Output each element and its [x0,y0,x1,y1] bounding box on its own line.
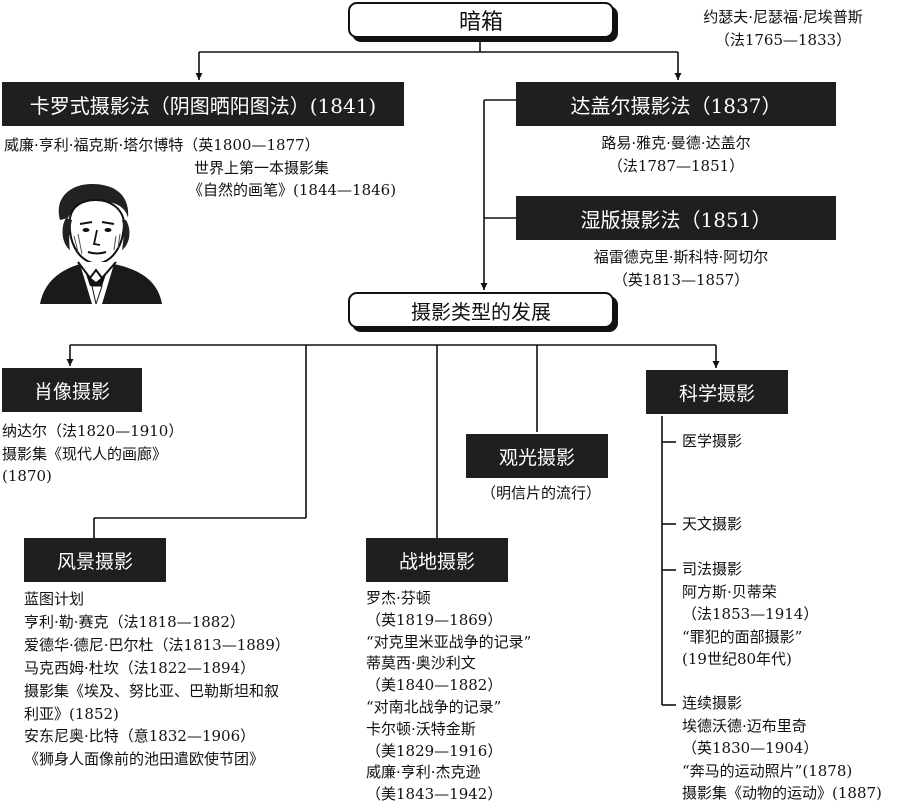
war-note-1: 罗杰·芬顿 [366,589,431,607]
daguerre-dates: （法1787—1851） [607,156,745,175]
war-note-3: “对克里米亚战争的记录” [366,632,532,651]
muybridge-name: 埃德沃德·迈布里奇 [682,716,807,735]
bertillon-dates: （法1853—1914） [682,605,819,624]
tourism-notes: （明信片的流行） [456,482,626,505]
portrait-photography-box: 肖像摄影 [2,368,142,412]
bertillon-name: 阿方斯·贝蒂荣 [682,582,777,601]
landscape-photography-box: 风景摄影 [24,538,166,582]
landscape-note-3: 爱德华·德尼·巴尔杜（法1813—1889） [24,635,290,654]
landscape-note-2: 亨利·勒·赛克（法1818—1882） [24,612,245,631]
horse-motion-note: “奔马的运动照片”(1878) [682,761,853,780]
animal-locomotion-note: 摄影集《动物的运动》(1887) [682,784,882,803]
postcard-note: （明信片的流行） [480,484,601,502]
wetplate-title: 湿版摄影法（1851） [580,207,772,232]
niepce-note: 约瑟夫·尼瑟福·尼埃普斯 （法1765—1833） [668,6,898,51]
nadar-album: 摄影集《现代人的画廊》 [2,444,168,463]
portrait-engraving-icon [40,184,162,304]
nadar-name: 纳达尔（法1820—1910） [2,422,184,440]
landscape-note-1: 蓝图计划 [24,590,85,608]
forensic-title: 司法摄影 [682,560,743,578]
portrait-photography-title: 肖像摄影 [33,380,110,403]
calotype-box: 卡罗式摄影法（阴图晒阳图法）(1841) [2,82,404,126]
war-photography-title: 战地摄影 [398,550,475,573]
daguerre-notes: 路易·雅克·曼德·达盖尔 （法1787—1851） [516,132,836,177]
daguerre-name: 路易·雅克·曼德·达盖尔 [601,134,751,152]
landscape-photography-title: 风景摄影 [56,550,133,573]
medical-photography: 医学摄影 [682,432,743,450]
war-note-10: （美1843—1942） [366,785,503,804]
forensic-notes: 司法摄影 阿方斯·贝蒂荣 （法1853—1914） “罪犯的面部摄影” (19世… [682,558,902,671]
pencil-of-nature: 《自然的画笔》(1844—1846) [188,181,397,200]
mugshot-note: “罪犯的面部摄影” [682,627,803,646]
daguerre-box: 达盖尔摄影法（1837） [516,82,836,126]
landscape-note-6: 利亚》(1852) [24,704,119,723]
sequential-title: 连续摄影 [682,694,743,712]
war-note-5: （美1840—1882） [366,676,503,695]
tourism-photography-title: 观光摄影 [498,446,575,469]
sequential-notes: 连续摄影 埃德沃德·迈布里奇 （英1830—1904） “奔马的运动照片”(18… [682,692,908,805]
archer-dates: （英1813—1857） [612,270,750,289]
wetplate-box: 湿版摄影法（1851） [516,196,836,240]
science-photography-box: 科学摄影 [646,370,788,414]
talbot-name: 威廉·亨利·福克斯·塔尔博特（英1800—1877） [4,136,320,154]
landscape-notes: 蓝图计划 亨利·勒·赛克（法1818—1882） 爱德华·德尼·巴尔杜（法181… [24,588,354,771]
war-note-8: （美1829—1916） [366,741,503,760]
war-note-6: “对南北战争的记录” [366,697,502,716]
mugshot-era: (19世纪80年代) [682,650,792,669]
muybridge-dates: （英1830—1904） [682,739,819,758]
wetplate-notes: 福雷德克里·斯科特·阿切尔 （英1813—1857） [516,246,846,291]
war-note-4: 蒂莫西·奥沙利文 [366,654,476,673]
war-note-2: （英1819—1869） [366,610,503,629]
portrait-notes: 纳达尔（法1820—1910） 摄影集《现代人的画廊》 (1870) [2,420,242,488]
archer-name: 福雷德克里·斯科特·阿切尔 [593,248,769,266]
camera-obscura-title: 暗箱 [458,10,503,35]
astronomy-photography: 天文摄影 [682,515,743,533]
calotype-notes: 威廉·亨利·福克斯·塔尔博特（英1800—1877） 世界上第一本摄影集 《自然… [4,134,404,202]
daguerre-title: 达盖尔摄影法（1837） [570,93,782,118]
nadar-year: (1870) [2,467,52,486]
landscape-note-5: 摄影集《埃及、努比亚、巴勒斯坦和叙 [24,681,280,700]
war-notes: 罗杰·芬顿 （英1819—1869） “对克里米亚战争的记录” 蒂莫西·奥沙利文… [366,588,626,806]
niepce-name: 约瑟夫·尼瑟福·尼埃普斯 [703,8,863,26]
niepce-dates: （法1765—1833） [714,30,852,49]
war-note-7: 卡尔顿·沃特金斯 [366,719,476,738]
first-photobook: 世界上第一本摄影集 [194,158,330,177]
landscape-note-7: 安东尼奥·比特（意1832—1906） [24,727,256,746]
photo-types-box: 摄影类型的发展 [348,292,614,328]
landscape-note-8: 《狮身人面像前的池田遣欧使节团》 [24,750,265,769]
calotype-title: 卡罗式摄影法（阴图晒阳图法）(1841) [29,93,377,118]
camera-obscura-box: 暗箱 [348,2,614,38]
photo-types-title: 摄影类型的发展 [411,299,551,324]
science-photography-title: 科学摄影 [678,382,755,405]
war-photography-box: 战地摄影 [366,538,508,582]
war-note-9: 威廉·亨利·杰克逊 [366,763,481,782]
tourism-photography-box: 观光摄影 [466,434,608,478]
landscape-note-4: 马克西姆·杜坎（法1822—1894） [24,658,256,677]
